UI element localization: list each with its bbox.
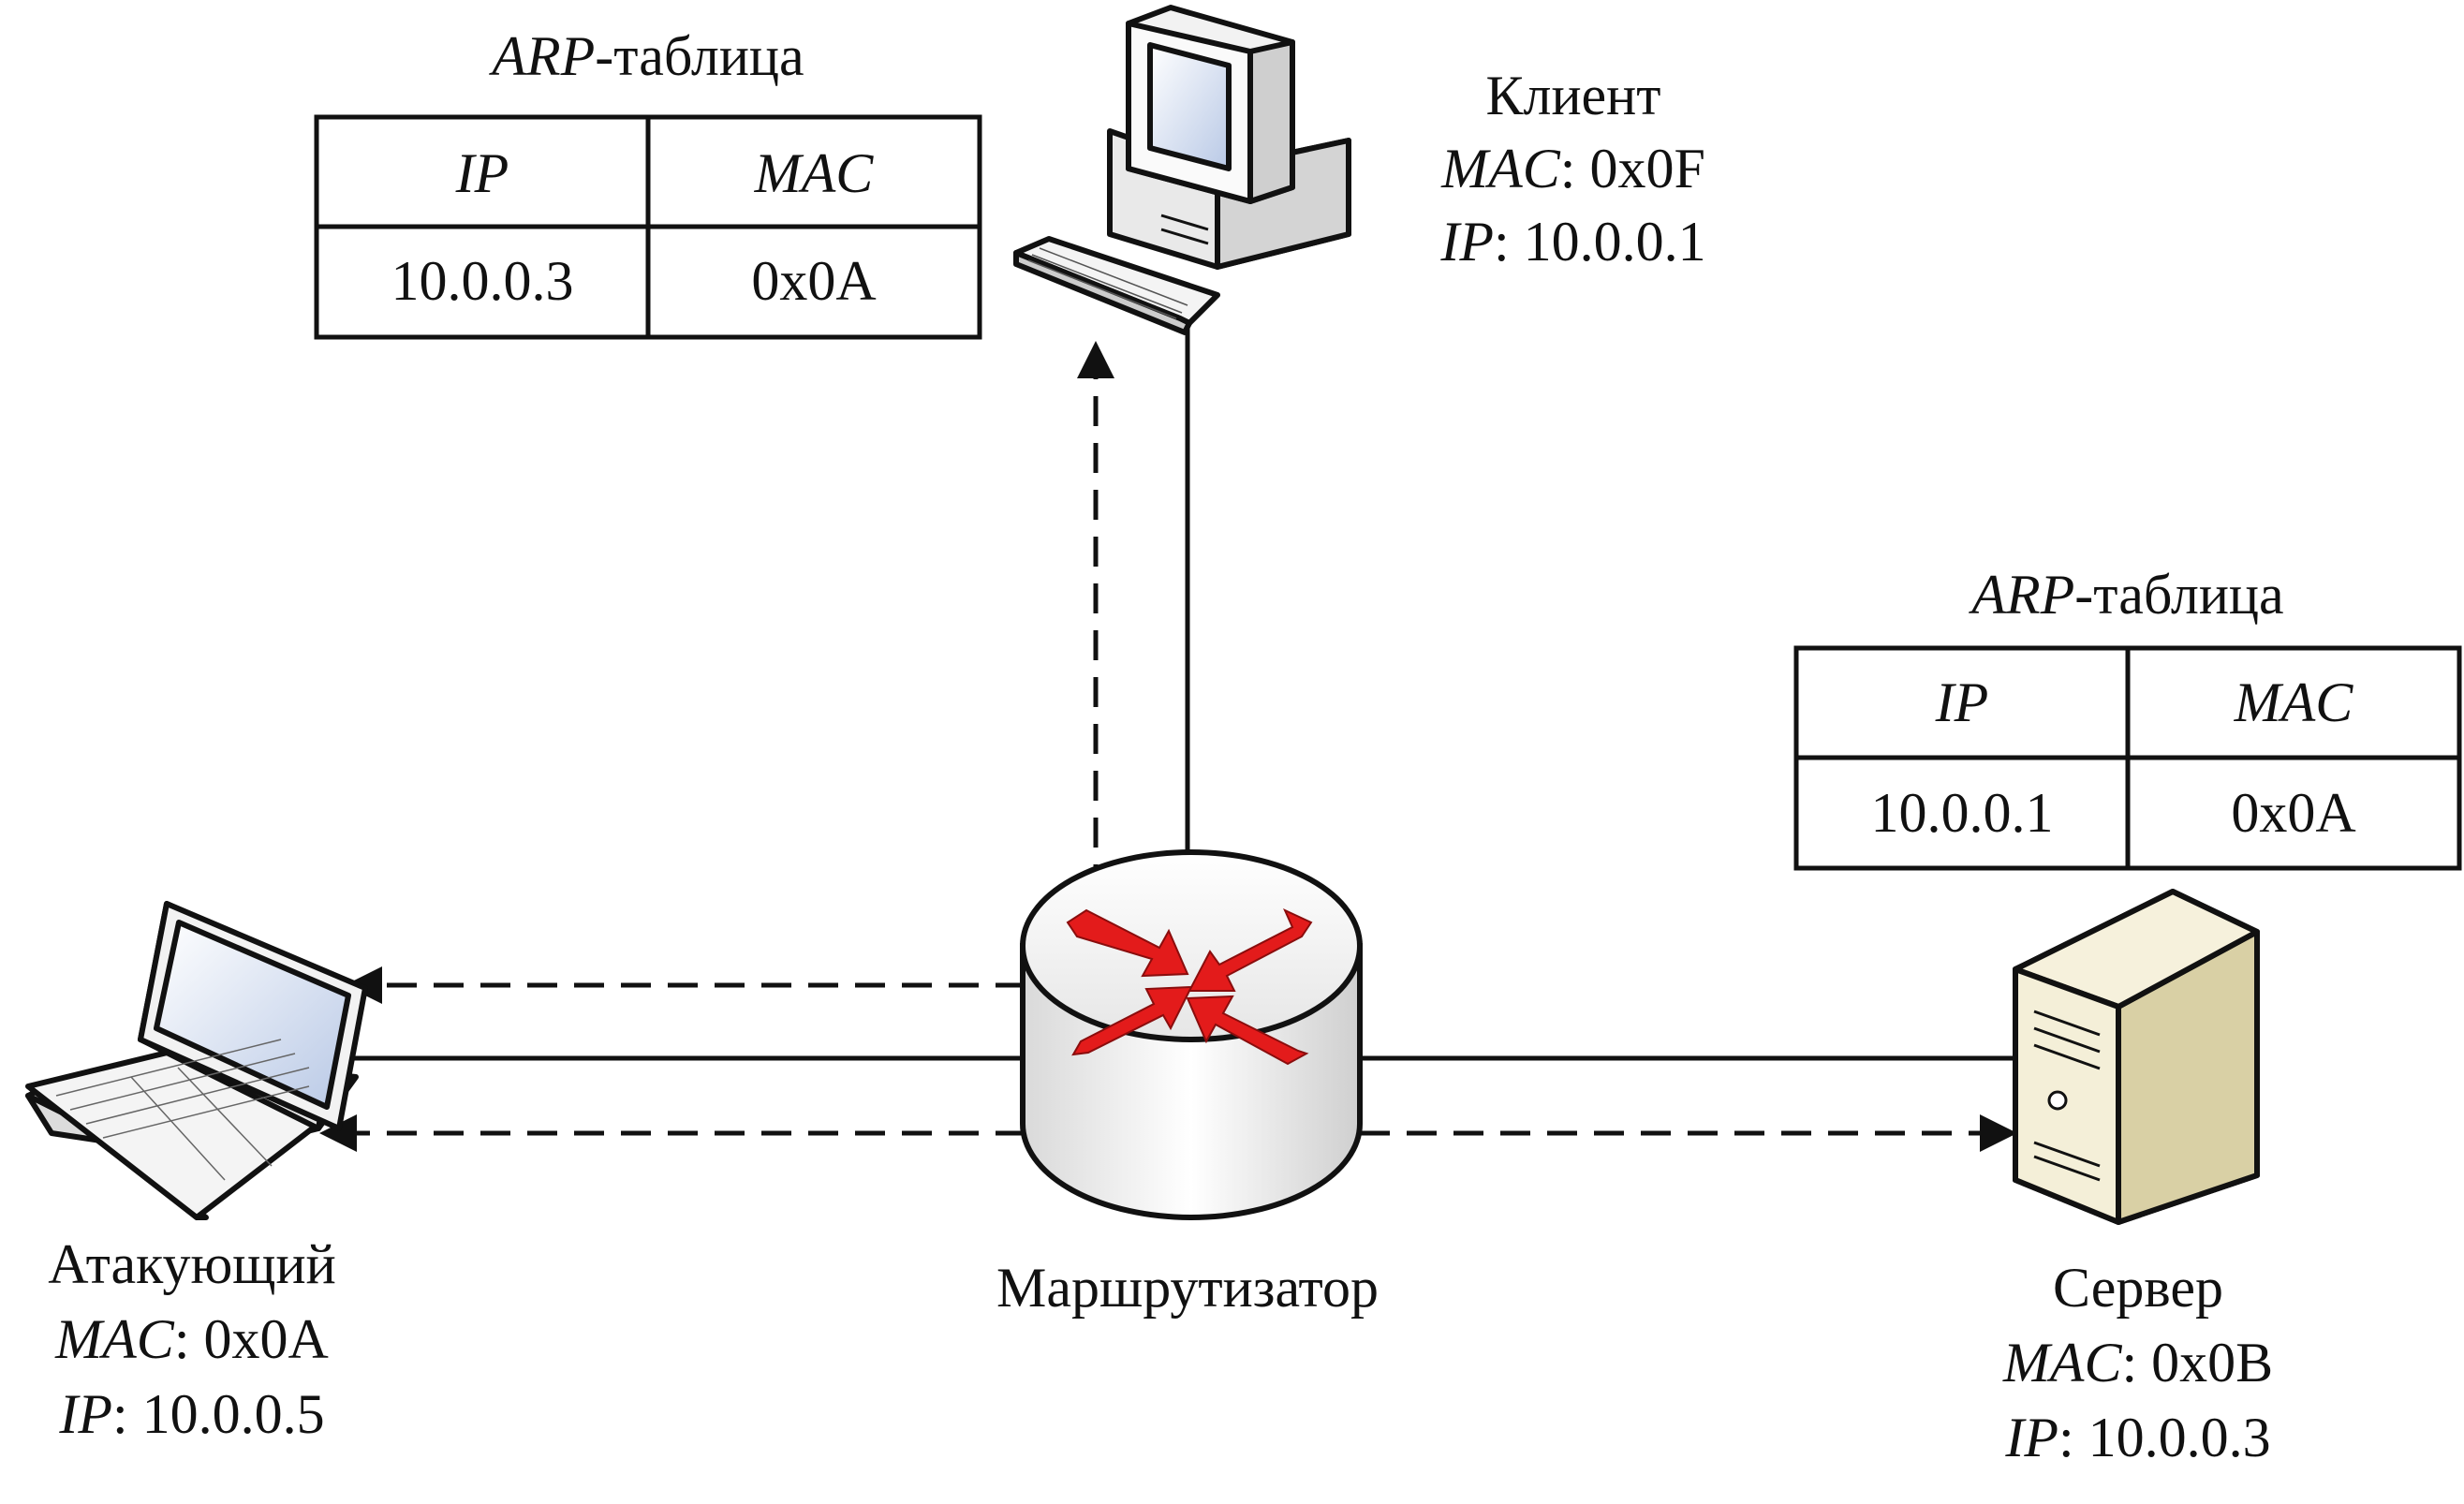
arp-table-server-title: ARP-таблица bbox=[1968, 564, 2283, 626]
attacker-mac: MAC: 0x0A bbox=[54, 1308, 329, 1370]
server-tower-icon bbox=[2013, 889, 2260, 1225]
router-label: Маршрутизатор bbox=[996, 1257, 1379, 1319]
attacker-mac-value: : 0x0A bbox=[174, 1308, 329, 1370]
client-name: Клиент bbox=[1485, 65, 1660, 126]
arp-table-client-title: ARP-таблица bbox=[488, 25, 804, 87]
client-mac-value: : 0x0F bbox=[1560, 138, 1705, 199]
attacker-name: Атакующий bbox=[48, 1233, 335, 1295]
router-icon bbox=[1020, 849, 1363, 1220]
solid-links bbox=[347, 318, 2018, 1061]
client-mac: MAC: 0x0F bbox=[1440, 138, 1705, 199]
attacker-ip-key: IP bbox=[58, 1383, 112, 1445]
server-ip: IP: 10.0.0.3 bbox=[2004, 1407, 2270, 1468]
attacker-mac-key: MAC bbox=[54, 1308, 175, 1370]
arp-spoof-arrows bbox=[319, 341, 2017, 1152]
server-mac: MAC: 0x0B bbox=[2002, 1332, 2273, 1393]
arp-client-cell-mac: 0x0A bbox=[751, 250, 876, 312]
client-mac-key: MAC bbox=[1440, 138, 1561, 199]
server-ip-key: IP bbox=[2004, 1407, 2058, 1468]
arp-server-header-ip: IP bbox=[1935, 671, 1989, 733]
arp-table-client bbox=[314, 114, 982, 340]
client-ip-key: IP bbox=[1439, 211, 1494, 273]
attacker-ip-value: : 10.0.0.5 bbox=[112, 1383, 325, 1445]
arp-client-header-ip: IP bbox=[455, 142, 509, 204]
client-ip-value: : 10.0.0.1 bbox=[1494, 211, 1706, 273]
attacker-ip: IP: 10.0.0.5 bbox=[58, 1383, 324, 1445]
laptop-icon bbox=[25, 901, 368, 1220]
server-name: Сервер bbox=[2053, 1257, 2223, 1319]
arp-client-title-suffix: -таблица bbox=[595, 25, 804, 87]
arp-client-title-prefix: ARP bbox=[488, 25, 595, 87]
arp-server-title-suffix: -таблица bbox=[2074, 564, 2283, 626]
arp-table-server bbox=[1793, 645, 2462, 871]
server-mac-value: : 0x0B bbox=[2121, 1332, 2273, 1393]
desktop-computer-icon bbox=[1013, 5, 1351, 335]
arp-client-header-mac: MAC bbox=[754, 142, 875, 204]
client-ip: IP: 10.0.0.1 bbox=[1439, 211, 1705, 273]
arp-server-header-mac: MAC bbox=[2234, 671, 2354, 733]
arp-client-cell-ip: 10.0.0.3 bbox=[391, 250, 574, 312]
arp-server-cell-mac: 0x0A bbox=[2231, 782, 2355, 844]
arp-server-title-prefix: ARP bbox=[1968, 564, 2074, 626]
server-mac-key: MAC bbox=[2002, 1332, 2123, 1393]
arp-server-cell-ip: 10.0.0.1 bbox=[1871, 782, 2054, 844]
server-ip-value: : 10.0.0.3 bbox=[2058, 1407, 2271, 1468]
